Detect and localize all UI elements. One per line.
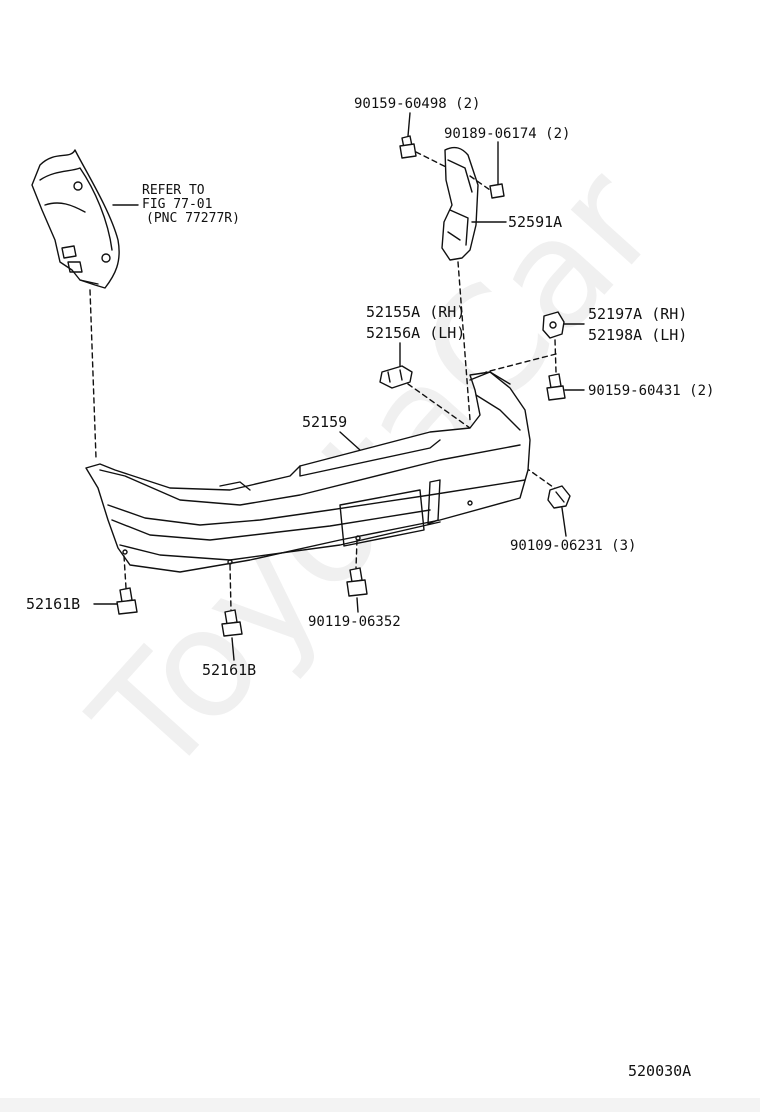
clip-52161b-center[interactable] [221, 609, 243, 637]
refer-line-2: FIG 77-01 [142, 197, 213, 212]
dash-clip-left [123, 555, 127, 589]
side-bracket-52591a[interactable] [441, 146, 479, 261]
refer-line-3: (PNC 77277R) [146, 211, 240, 226]
label-52197a-rh[interactable]: 52197A (RH) [588, 305, 688, 323]
label-90109-06231[interactable]: 90109-06231 (3) [510, 538, 637, 554]
dash-60498 [415, 151, 449, 169]
dash-06352 [355, 539, 358, 569]
refer-line-1: REFER TO [142, 183, 205, 198]
label-52198a-lh[interactable]: 52198A (LH) [588, 326, 688, 344]
dash-support [554, 339, 557, 373]
label-90159-60498[interactable]: 90159-60498 (2) [354, 96, 481, 112]
leader-52159 [339, 431, 361, 451]
label-90159-60431[interactable]: 90159-60431 (2) [588, 383, 715, 399]
retainer-52155a[interactable] [379, 365, 413, 389]
bumper-cover-52159[interactable] [85, 371, 531, 573]
label-52156a-lh[interactable]: 52156A (LH) [366, 324, 466, 342]
nut-90189-06174[interactable] [489, 183, 505, 199]
bolt-90159-60498[interactable] [399, 135, 417, 159]
label-52161b-center[interactable]: 52161B [202, 661, 257, 679]
leader-06352 [356, 597, 359, 613]
dash-clip-center [229, 564, 232, 611]
clip-52161b-left[interactable] [116, 587, 138, 615]
figure-code: 520030A [628, 1062, 692, 1080]
leader-60498 [407, 112, 411, 137]
label-52155a-rh[interactable]: 52155A (RH) [366, 303, 466, 321]
label-90189-06174[interactable]: 90189-06174 (2) [444, 126, 571, 142]
leader-clip-center [231, 637, 235, 661]
label-52591a[interactable]: 52591A [508, 213, 563, 231]
fender-liner[interactable] [31, 149, 120, 289]
label-52159[interactable]: 52159 [302, 413, 348, 431]
label-90119-06352[interactable]: 90119-06352 [308, 614, 401, 630]
label-52161b-left[interactable]: 52161B [26, 595, 81, 613]
support-52197a[interactable] [542, 311, 565, 339]
leader-06231 [561, 507, 567, 537]
screw-90109-06231[interactable] [547, 485, 571, 509]
dash-bracket [457, 261, 471, 421]
dash-06174 [469, 175, 491, 191]
dash-support-2 [485, 353, 557, 373]
bolt-90119-06352[interactable] [346, 567, 368, 597]
dash-liner [89, 289, 97, 459]
bottom-strip [0, 1098, 760, 1112]
bolt-90159-60431[interactable] [546, 373, 566, 401]
